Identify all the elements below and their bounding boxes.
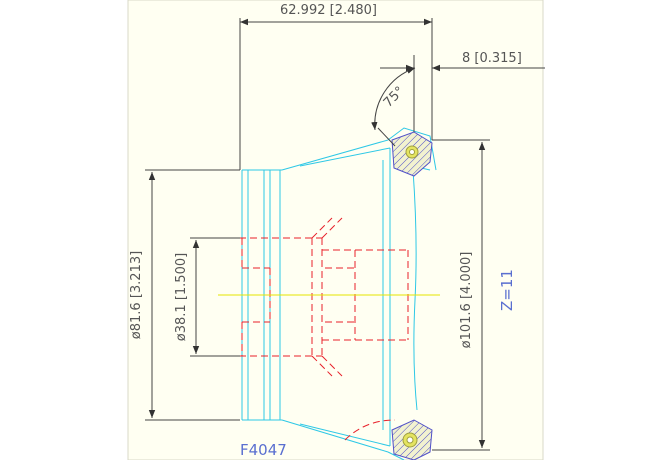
drawing-sheet [127,0,544,460]
overall-length-dimension: 62.992 [2.480] [280,3,377,18]
cutting-diameter-dimension: ø101.6 [4.000] [459,252,474,349]
teeth-count-label: Z=11 [498,269,516,311]
insert-width-dimension: 8 [0.315] [462,51,522,66]
part-code-label: F4047 [240,441,287,459]
bottom-insert [391,419,433,460]
bore-diameter-dimension: ø38.1 [1.500] [174,253,189,341]
dimension-lines [145,18,545,451]
cutter-body-outline [241,127,437,460]
top-insert [391,131,433,177]
hub-diameter-dimension: ø81.6 [3.213] [129,251,144,339]
